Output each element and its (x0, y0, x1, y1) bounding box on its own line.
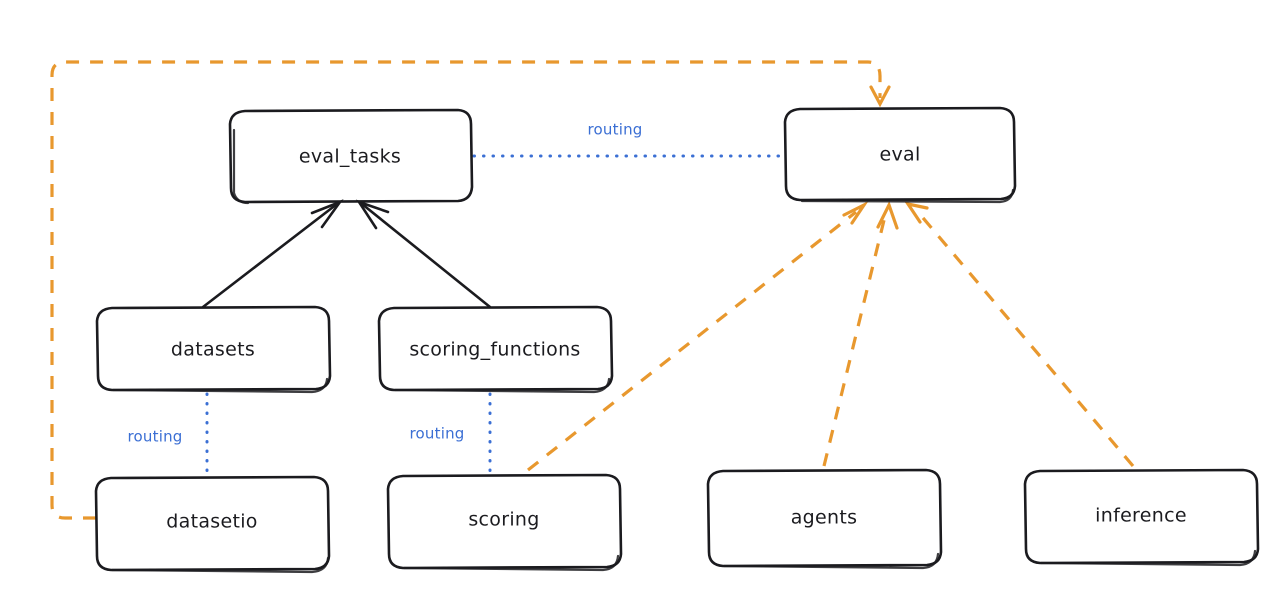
node-inference[interactable]: inference (1023, 468, 1260, 567)
edge-group-dependencies (50, 60, 1135, 520)
node-label-scoring: scoring (468, 509, 539, 531)
edge-datasetio-to-eval (50, 60, 891, 520)
edge-inference-to-eval (904, 201, 1135, 468)
node-eval-tasks[interactable]: eval_tasks (228, 108, 474, 205)
edge-group-routing (205, 154, 786, 480)
arrowhead-down-eval (869, 85, 891, 108)
edge-scoring-to-eval (527, 200, 869, 472)
node-label-eval: eval (879, 144, 920, 166)
node-eval[interactable]: eval (783, 106, 1017, 204)
edge-label-routing-scoring: routing (410, 425, 465, 443)
edge-scoring-functions-to-eval-tasks (355, 199, 492, 309)
arrowhead-scoring-eval (842, 200, 869, 225)
node-scoring[interactable]: scoring (386, 473, 623, 572)
edge-agents-to-eval (822, 200, 899, 467)
edge-datasets-to-eval-tasks (201, 199, 344, 309)
node-label-eval-tasks: eval_tasks (299, 146, 401, 168)
edge-label-routing-datasetio: routing (128, 428, 183, 446)
edge-label-routing-eval: routing (588, 121, 643, 139)
node-label-inference: inference (1095, 505, 1187, 527)
node-label-datasets: datasets (171, 339, 255, 361)
arrowhead-inference-eval (904, 201, 929, 224)
node-datasetio[interactable]: datasetio (94, 475, 331, 574)
node-agents[interactable]: agents (706, 468, 943, 570)
node-label-agents: agents (791, 507, 858, 529)
node-datasets[interactable]: datasets (95, 305, 332, 394)
edge-group-solid (201, 199, 492, 309)
arrowhead-agents-eval (876, 200, 899, 230)
edge-label-group: routing routing routing (128, 121, 643, 446)
node-label-scoring-functions: scoring_functions (409, 339, 580, 361)
node-scoring-functions[interactable]: scoring_functions (377, 305, 614, 394)
node-label-datasetio: datasetio (166, 511, 257, 533)
